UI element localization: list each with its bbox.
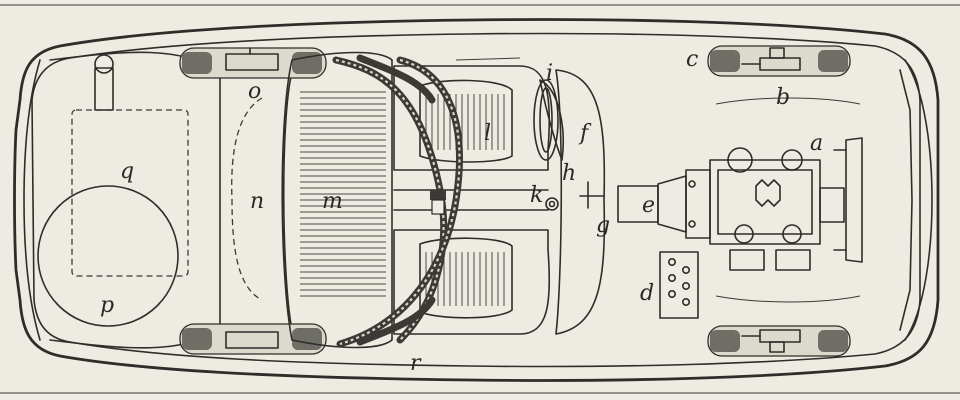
- rear-luggage-space: [231, 97, 263, 301]
- label-p: p: [100, 293, 114, 318]
- fuel-tank: [71, 54, 189, 277]
- dashboard: [533, 69, 606, 335]
- battery-cell: [667, 257, 676, 266]
- label-g: g: [596, 213, 610, 238]
- label-b: b: [776, 85, 790, 110]
- label-f: f: [578, 121, 592, 146]
- safety-belts: [332, 54, 463, 348]
- front-seat-left: [393, 65, 551, 171]
- battery-cell: [667, 289, 676, 298]
- rear-seat: [281, 51, 393, 349]
- label-r: r: [410, 351, 422, 376]
- engine: [709, 137, 863, 271]
- label-d: d: [640, 281, 654, 306]
- label-q: q: [120, 159, 134, 184]
- rear-right-wheel: [179, 323, 327, 355]
- spare-wheel: [37, 185, 179, 327]
- gearbox: [617, 169, 711, 239]
- battery-cell: [681, 265, 690, 274]
- label-c: c: [686, 47, 698, 72]
- battery: [659, 251, 699, 319]
- label-n: n: [250, 189, 264, 214]
- label-h: h: [562, 161, 576, 186]
- front-arch-bottom: [715, 295, 861, 303]
- front-left-wheel: [707, 45, 851, 77]
- antenna-rod: [455, 57, 521, 61]
- label-e: e: [642, 193, 655, 218]
- battery-cell: [667, 273, 676, 282]
- label-a: a: [810, 131, 823, 156]
- label-o: o: [248, 79, 261, 104]
- part-labels: a b c d e f g h i k l m n o p q r: [100, 47, 823, 376]
- front-right-wheel: [707, 325, 851, 357]
- battery-cell: [681, 297, 690, 306]
- front-seat-right: [393, 229, 551, 335]
- label-l: l: [484, 121, 491, 146]
- label-i: i: [546, 61, 553, 86]
- label-m: m: [322, 189, 343, 214]
- label-k: k: [530, 183, 543, 208]
- battery-cell: [681, 281, 690, 290]
- front-arch-top: [715, 97, 861, 105]
- rear-left-wheel: [179, 47, 327, 79]
